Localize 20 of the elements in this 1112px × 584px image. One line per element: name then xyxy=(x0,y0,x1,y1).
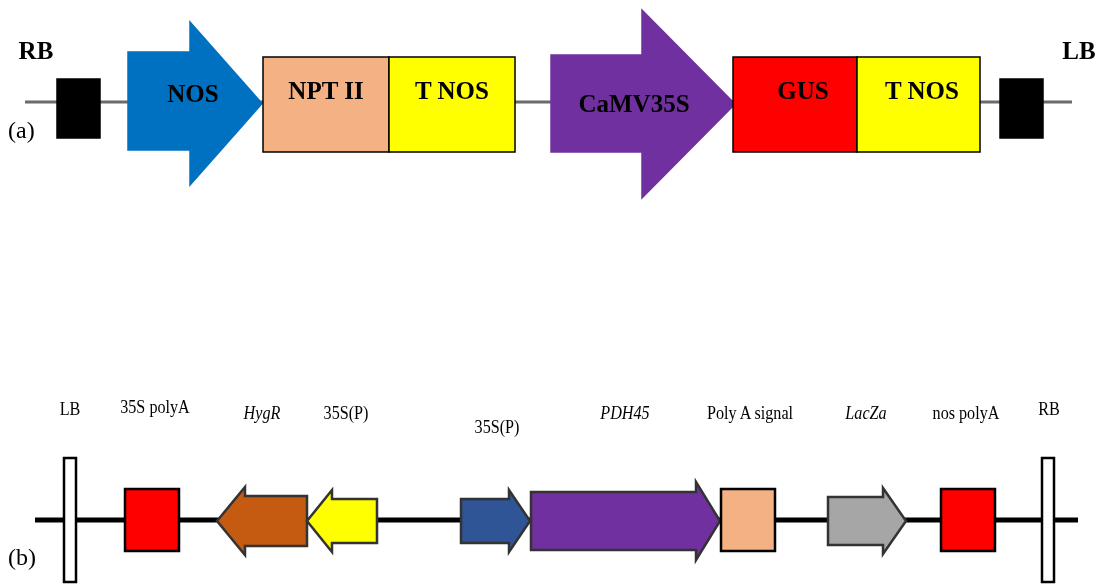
element-label: Poly A signal xyxy=(706,402,794,422)
element-label: LB xyxy=(1062,37,1096,63)
element-label: 35S(P) xyxy=(323,402,369,422)
element-label: RB xyxy=(18,37,54,63)
element-label: NOS xyxy=(167,80,219,106)
element-label: 35S polyA xyxy=(120,396,190,416)
panel-label: (b) xyxy=(8,545,36,569)
element-label: HygR xyxy=(243,402,281,422)
element-label: nos polyA xyxy=(932,402,1000,422)
element-label: RB xyxy=(1038,398,1060,418)
element-label: 35S(P) xyxy=(474,416,520,436)
element-label: LB xyxy=(59,398,81,418)
element-label: CaMV35S xyxy=(578,90,690,116)
element-label: NPT II xyxy=(288,77,364,103)
element-label: T NOS xyxy=(885,77,959,103)
panel-label: (a) xyxy=(8,118,35,142)
element-label: LacZa xyxy=(845,402,887,422)
element-label: GUS xyxy=(777,77,829,103)
element-label: PDH45 xyxy=(600,402,650,422)
element-label: T NOS xyxy=(415,77,489,103)
